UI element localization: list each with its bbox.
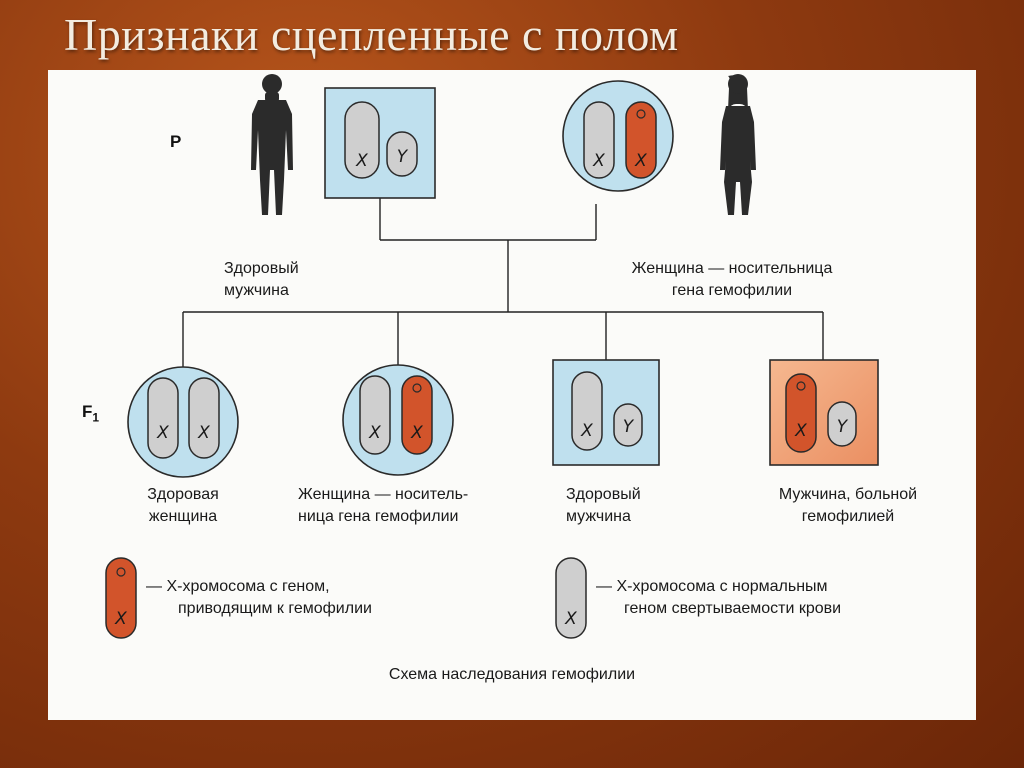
mother-normal-x-chromosome xyxy=(583,101,615,179)
chrom-letter: X xyxy=(580,421,593,441)
chrom-letter: X xyxy=(634,151,647,171)
chrom-letter: X xyxy=(197,423,210,443)
chrom-letter: X xyxy=(368,423,381,443)
chrom-letter: Y xyxy=(623,417,635,437)
legend-hemophilia-chromosome xyxy=(105,557,137,639)
chrom-letter: X xyxy=(564,609,577,629)
pedigree-lines xyxy=(182,198,824,370)
chrom-letter: X xyxy=(355,151,368,171)
legend-hemophilia-label: — X-хромосома с геном, приводящим к гемо… xyxy=(146,578,372,617)
slide-title: Признаки сцепленные с полом xyxy=(64,9,679,60)
diagram-panel: X Y X X X X X X X Y X Y X X P F1 Здоровы… xyxy=(48,70,976,720)
offspring-healthy-female-cell xyxy=(127,366,239,478)
chromosome-letters: X Y X X X X X X X Y X Y X X xyxy=(114,147,849,629)
father-y-chromosome xyxy=(386,131,418,177)
inheritance-diagram: X Y X X X X X X X Y X Y X X xyxy=(105,74,879,639)
diagram-caption: Схема наследования гемофилии xyxy=(388,666,636,683)
offspring-carrier-female-cell xyxy=(342,364,454,476)
offspring-label: Мужчина, больной гемофилией xyxy=(778,486,918,525)
chrom-letter: X xyxy=(156,423,169,443)
generation-f1-label: F1 xyxy=(82,402,100,425)
mother-cell xyxy=(562,80,674,192)
female-silhouette-icon xyxy=(720,74,756,215)
chrom-letter: X xyxy=(794,421,807,441)
offspring-label: Женщина — носитель- ница гена гемофилии xyxy=(298,486,469,525)
generation-p-label: P xyxy=(170,132,182,151)
offspring-affected-male-cell xyxy=(769,359,879,466)
father-x-chromosome xyxy=(344,101,380,179)
father-cell xyxy=(324,87,436,199)
offspring-label: Здоровый мужчина xyxy=(566,486,641,525)
gene-marker-icon xyxy=(636,109,646,119)
offspring-healthy-male-cell xyxy=(552,359,660,466)
chrom-letter: Y xyxy=(397,147,409,167)
father-label: Здоровый мужчина xyxy=(224,260,299,299)
legend-normal-label: — X-хромосома с нормальным геном свертыв… xyxy=(596,578,842,617)
male-silhouette-icon xyxy=(251,74,293,215)
chrom-letter: Y xyxy=(837,417,849,437)
chrom-letter: X xyxy=(114,609,127,629)
chrom-letter: X xyxy=(592,151,605,171)
offspring-label: Здоровая женщина xyxy=(147,486,219,525)
legend-normal-chromosome xyxy=(555,557,587,639)
mother-hemophilia-x-chromosome xyxy=(625,101,657,179)
chrom-letter: X xyxy=(410,423,423,443)
mother-label: Женщина — носительница гена гемофилии xyxy=(631,260,833,299)
